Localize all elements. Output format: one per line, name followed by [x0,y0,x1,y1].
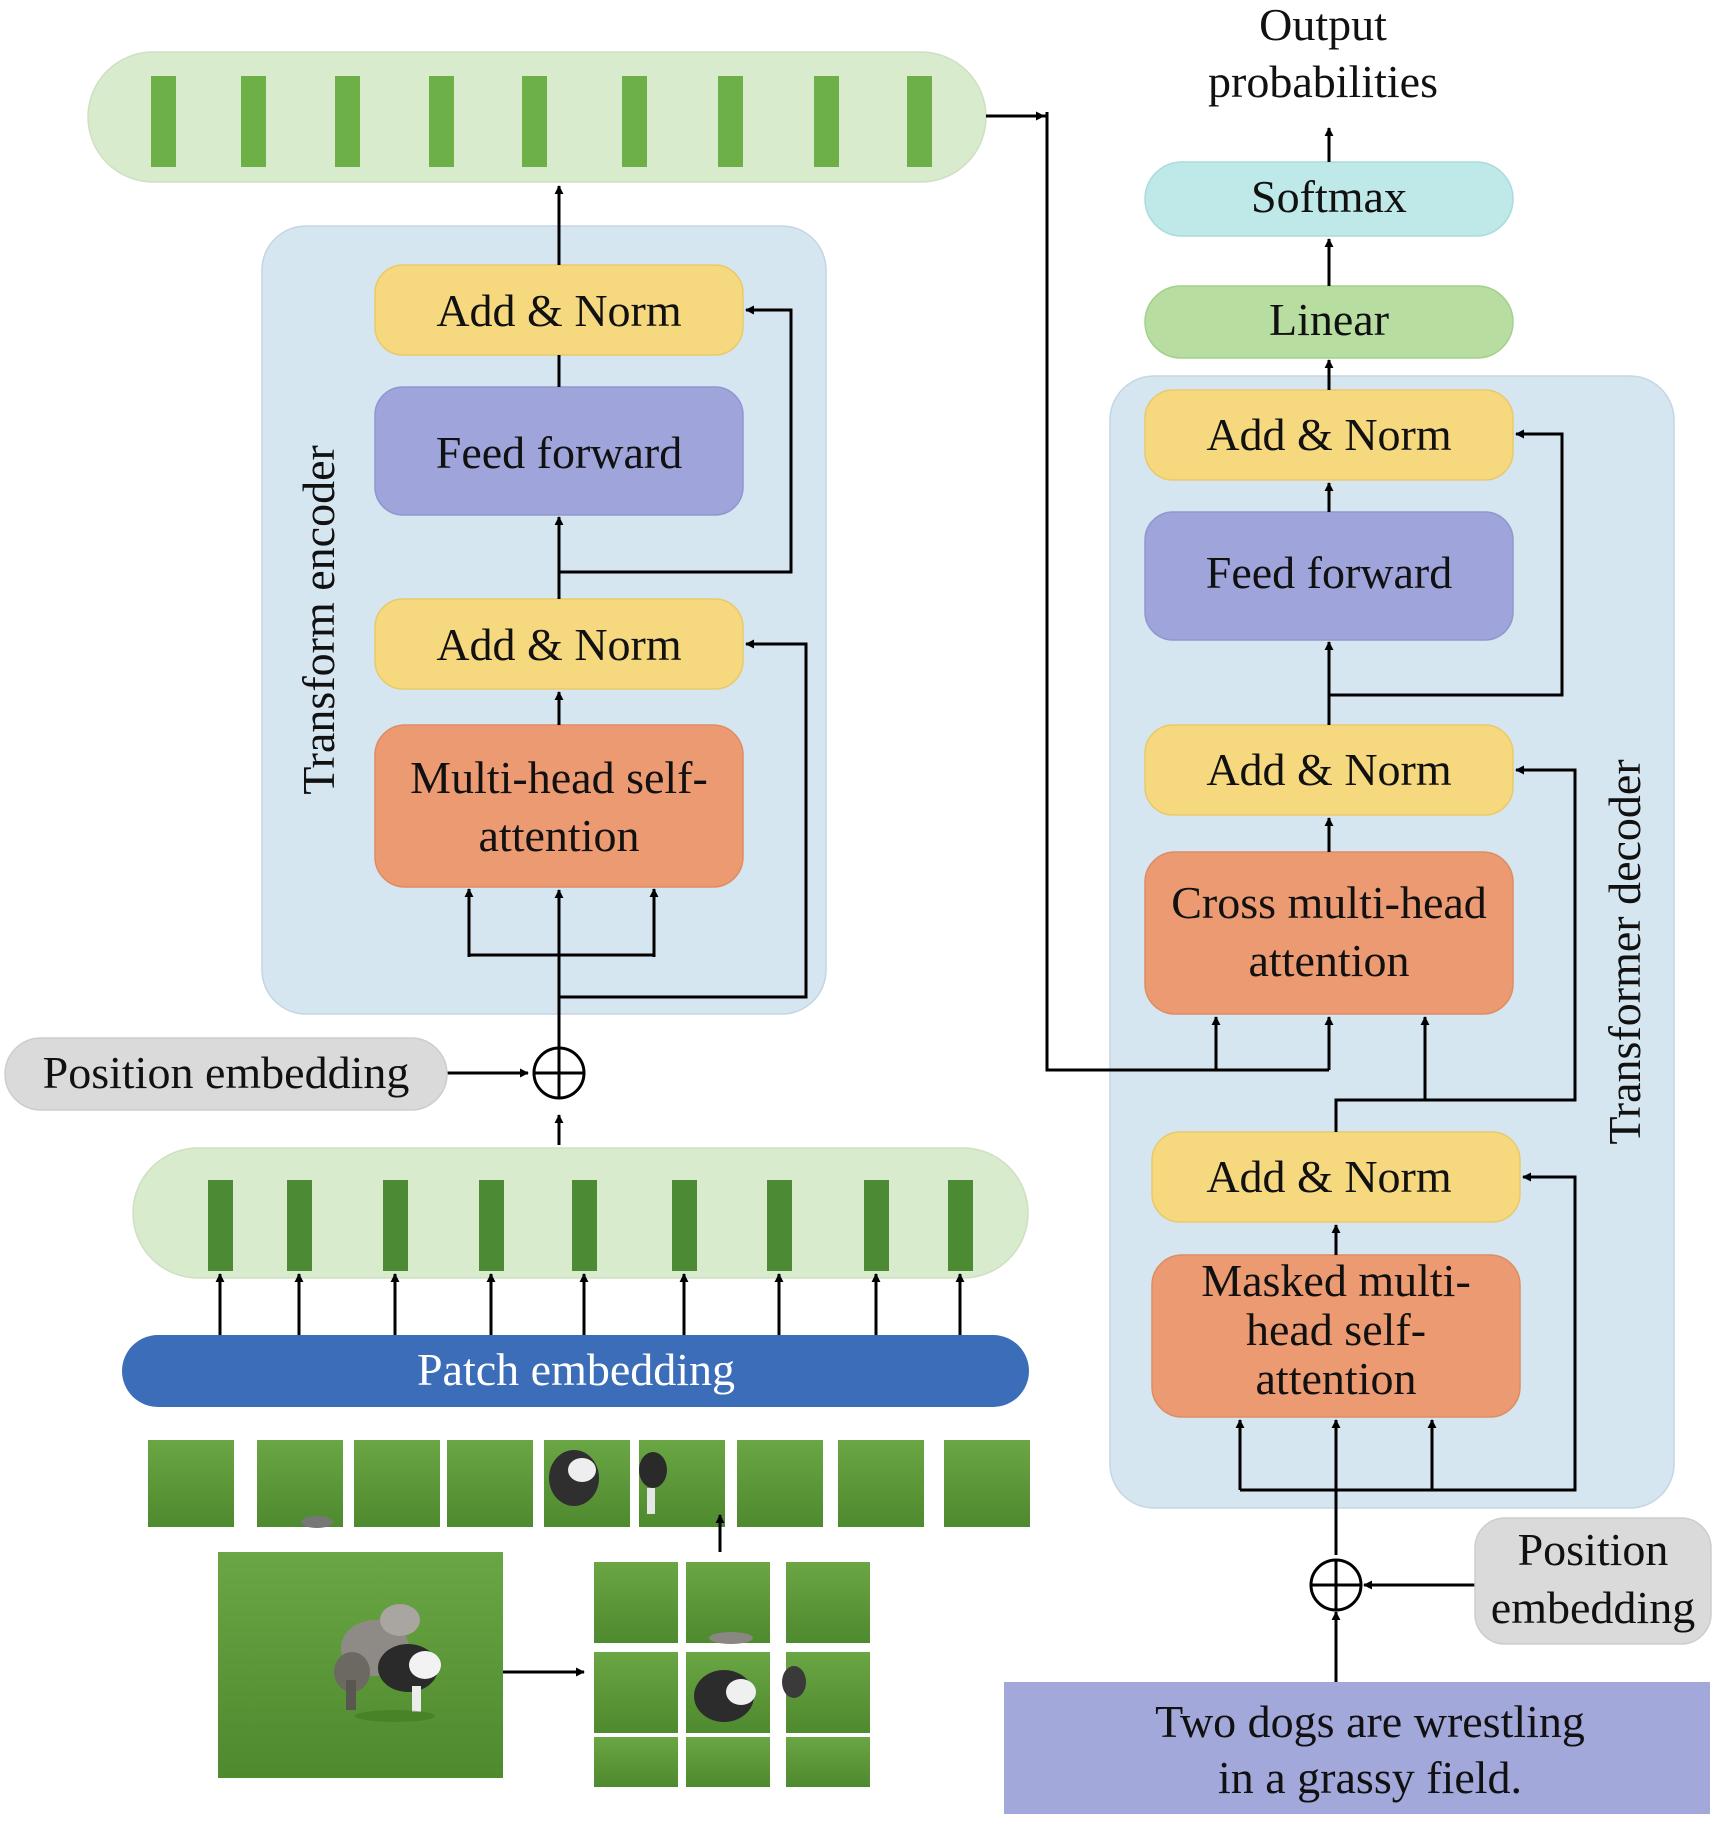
decoder-position-embedding-label-1: Position [1518,1524,1669,1575]
encoder-feed-forward-label: Feed forward [436,427,683,478]
embedding-token-4 [479,1180,504,1271]
softmax-label: Softmax [1251,171,1407,222]
grid-patch-5 [686,1652,770,1733]
decoder-connectors [986,111,1577,1682]
decoder-add-norm-1-label: Add & Norm [1206,409,1452,460]
patch-6 [639,1440,725,1527]
image-patch-sequence [148,1440,1030,1528]
encoder-token-8 [814,76,839,167]
embedding-token-6 [672,1180,697,1271]
encoder-token-2 [241,76,266,167]
caption-line-2: in a grassy field. [1218,1752,1522,1803]
encoder-add-norm-top-label: Add & Norm [436,285,682,336]
decoder-add-norm-3-label: Add & Norm [1206,1151,1452,1202]
caption-line-1: Two dogs are wrestling [1155,1696,1585,1747]
patch-embedding-bar [122,1335,1029,1407]
embedding-token-5 [572,1180,597,1271]
encoder-token-9 [907,76,932,167]
output-probabilities-label-2: probabilities [1208,56,1438,107]
encoder-add-circle [532,1046,586,1100]
patch-8 [838,1440,924,1527]
encoder-token-4 [429,76,454,167]
patch-embedding-label: Patch embedding [417,1344,735,1395]
patch-9 [944,1440,1030,1527]
grid-patch-2 [686,1562,770,1644]
grid-patch-6 [782,1652,870,1733]
encoder-position-embedding [4,1037,448,1111]
decoder-title: Transformer decoder [1599,759,1650,1144]
patch-embedding-arrows [215,1273,965,1335]
encoder-token-7 [718,76,743,167]
grid-patch-9 [786,1737,870,1787]
input-image [218,1552,503,1778]
grid-patch-7 [594,1737,678,1787]
embedding-tokens [132,1147,1029,1279]
decoder-add-norm-2-label: Add & Norm [1206,744,1452,795]
encoder-position-embedding-label: Position embedding [43,1047,410,1098]
embedding-token-7 [767,1180,792,1271]
encoder-title: Transform encoder [293,445,344,795]
encoder-output-tokens [87,51,987,183]
decoder-feed-forward-label: Feed forward [1206,547,1453,598]
grid-patch-8 [686,1737,770,1787]
decoder-masked-attention-label-3: attention [1256,1353,1417,1404]
encoder-attention-label-1: Multi-head self- [410,752,708,803]
decoder-position-embedding [1474,1517,1712,1645]
patch-2 [257,1440,343,1528]
encoder-connectors [446,185,808,1145]
encoder-add-norm-bottom-label: Add & Norm [436,619,682,670]
embedding-token-3 [383,1180,408,1271]
encoder-attention-label-2: attention [479,810,640,861]
grid-patch-4 [594,1652,678,1733]
patch-4 [447,1440,533,1527]
decoder-position-embedding-label-2: embedding [1491,1582,1695,1633]
grid-patch-1 [594,1562,678,1643]
linear-label: Linear [1269,294,1389,345]
output-probabilities-label-1: Output [1259,0,1387,50]
patch-7 [737,1440,823,1527]
encoder-attention [374,724,744,888]
decoder-masked-attention-label-2: head self- [1246,1304,1426,1355]
embedding-token-2 [287,1180,312,1271]
dogs-picture [334,1604,441,1722]
grid-patch-3 [786,1562,870,1643]
encoder-token-5 [522,76,547,167]
patch-1 [148,1440,234,1527]
decoder-masked-attention-label-1: Masked multi- [1201,1255,1471,1306]
embedding-token-9 [948,1180,973,1271]
decoder-cross-attention-label-1: Cross multi-head [1171,877,1487,928]
patch-3 [354,1440,440,1527]
decoder-add-circle [1309,1558,1363,1612]
embedding-token-8 [864,1180,889,1271]
caption-box [1004,1682,1710,1814]
encoder-token-3 [335,76,360,167]
decoder-cross-attention-label-2: attention [1249,935,1410,986]
patch-5 [544,1440,630,1527]
image-patch-grid [594,1562,870,1787]
encoder-token-6 [622,76,647,167]
embedding-token-1 [208,1180,233,1271]
encoder-token-1 [151,76,176,167]
